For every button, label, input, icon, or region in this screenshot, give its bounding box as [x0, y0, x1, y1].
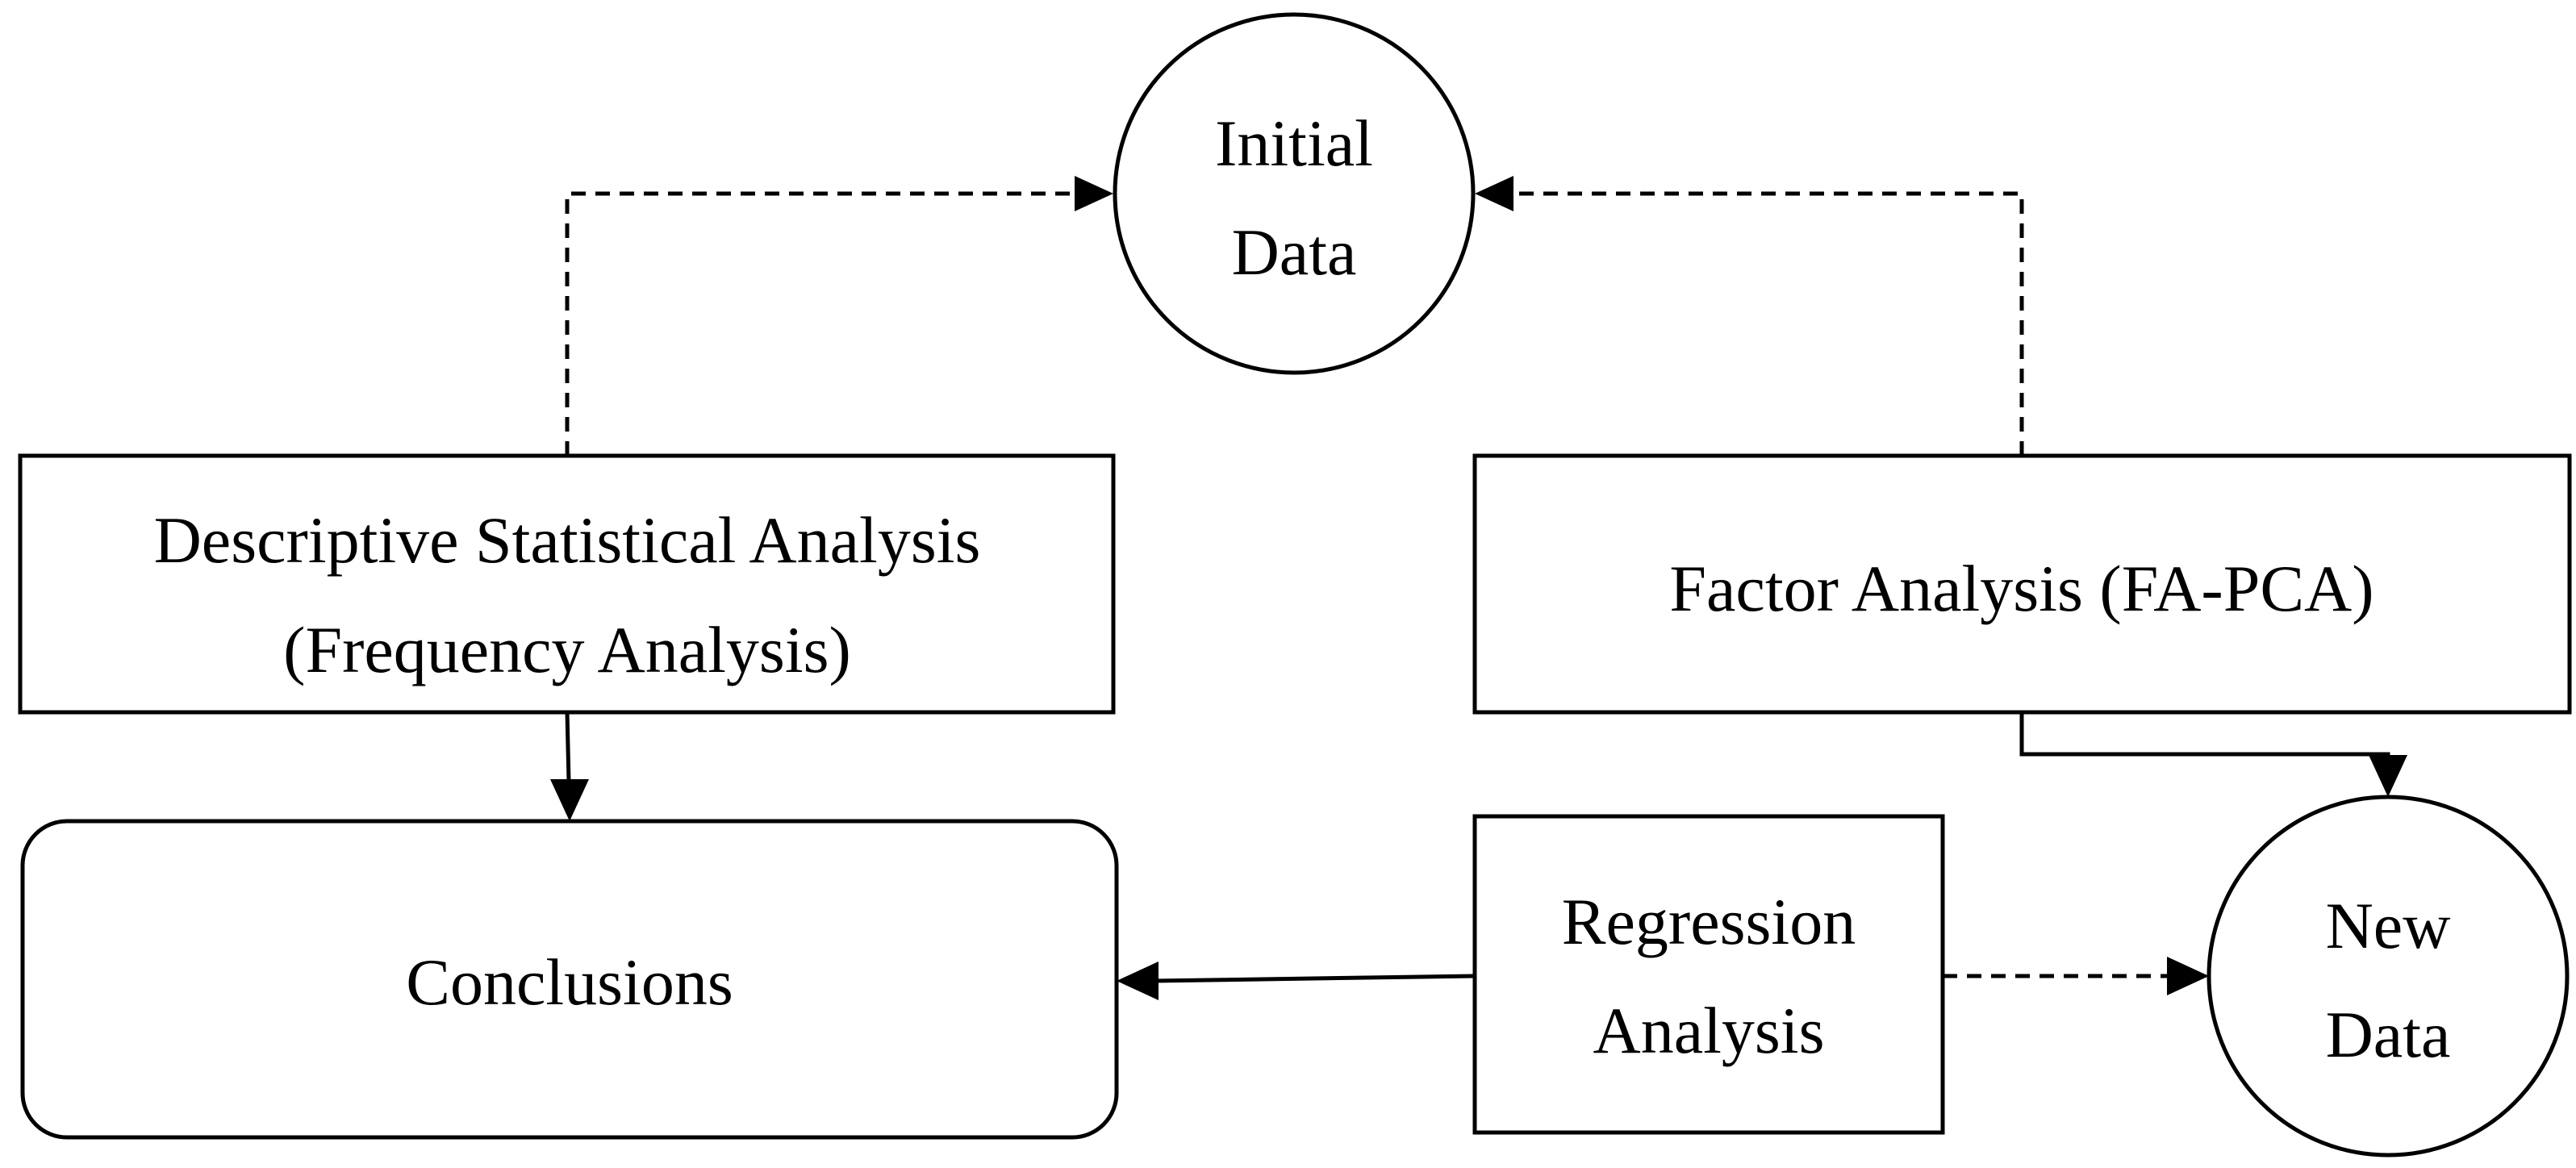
edge-factor-to-initial-data — [1507, 191, 2024, 456]
initial-data-label-line2: Data — [1232, 215, 1357, 289]
arrowhead-initial-data-right — [1475, 176, 1513, 211]
conclusions-label: Conclusions — [406, 945, 733, 1019]
regression-analysis-box — [1472, 814, 1945, 1135]
arrowhead-conclusions-right — [1117, 962, 1159, 1000]
new-data-circle — [2207, 795, 2570, 1158]
edge-factor-to-new-data — [2019, 712, 2390, 762]
descriptive-analysis-label-line2: (Frequency Analysis) — [283, 613, 851, 686]
arrowhead-initial-data-left — [1075, 176, 1113, 211]
node-factor-analysis: Factor Analysis (FA-PCA) — [1472, 453, 2572, 715]
node-descriptive-analysis: Descriptive Statistical Analysis (Freque… — [18, 453, 1116, 715]
node-conclusions: Conclusions — [20, 819, 1119, 1140]
node-new-data: New Data — [2207, 795, 2570, 1158]
edge-descriptive-to-conclusions — [565, 711, 571, 782]
descriptive-analysis-box — [18, 453, 1116, 715]
conclusions-box — [20, 819, 1119, 1140]
edge-regression-to-conclusions — [1153, 974, 1476, 983]
arrowhead-new-data-left — [2167, 957, 2209, 995]
factor-analysis-box — [1472, 453, 2572, 715]
regression-analysis-label-line1: Regression — [1562, 885, 1856, 958]
arrowhead-new-data-top — [2369, 755, 2407, 797]
initial-data-label-line1: Initial — [1215, 106, 1373, 180]
edges — [550, 176, 2407, 1000]
arrowhead-conclusions-top — [550, 779, 589, 821]
factor-analysis-label: Factor Analysis (FA-PCA) — [1669, 552, 2374, 625]
edge-descriptive-to-initial-data — [565, 191, 1081, 456]
node-regression-analysis: Regression Analysis — [1472, 814, 1945, 1135]
regression-analysis-label-line2: Analysis — [1593, 994, 1825, 1067]
node-initial-data: Initial Data — [1113, 12, 1476, 375]
initial-data-circle — [1113, 12, 1476, 375]
new-data-label-line2: Data — [2326, 998, 2451, 1071]
new-data-label-line1: New — [2326, 889, 2451, 962]
descriptive-analysis-label-line1: Descriptive Statistical Analysis — [154, 503, 981, 577]
